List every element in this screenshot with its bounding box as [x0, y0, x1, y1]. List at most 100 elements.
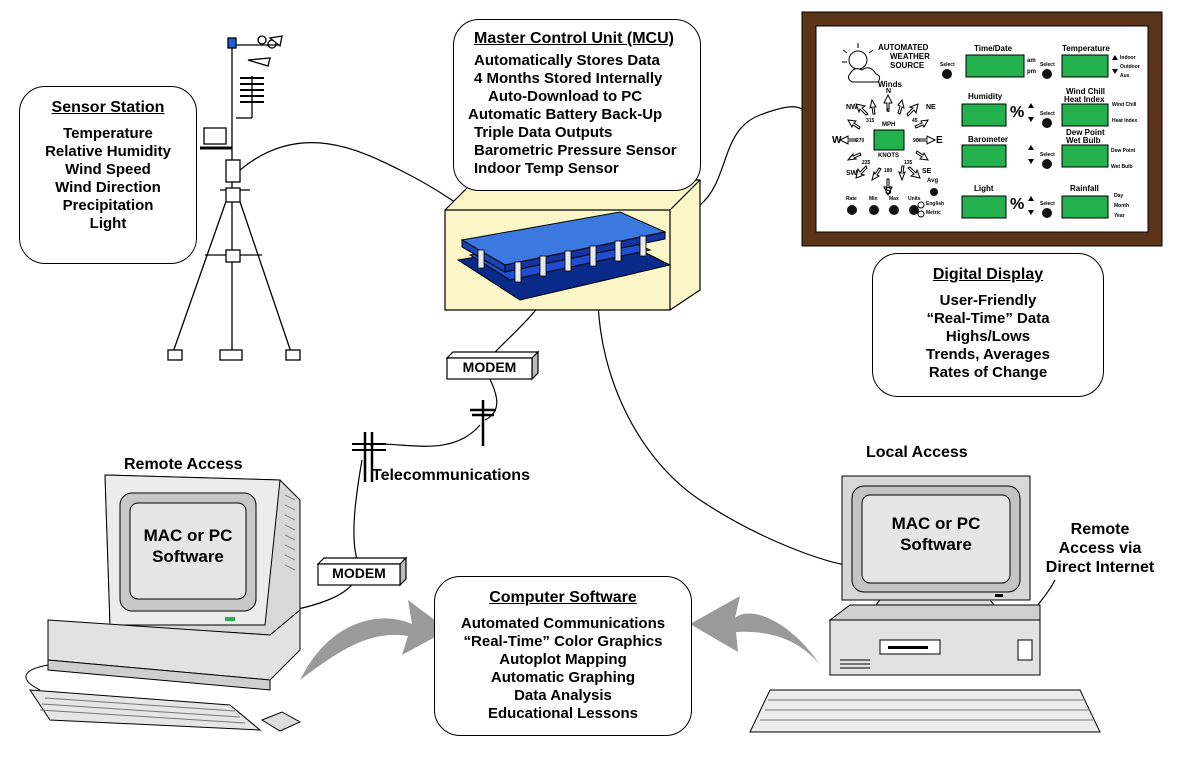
mcu-item: Barometric Pressure Sensor — [474, 142, 677, 159]
sensor-item: Relative Humidity — [45, 143, 171, 160]
sensor-cable — [239, 142, 461, 206]
degree-45: 45 — [912, 118, 918, 124]
degree-315: 315 — [866, 118, 875, 124]
wind-chill-label: Wind Chill — [1066, 87, 1106, 96]
dew-point-label: Dew Point — [1066, 128, 1105, 137]
internet-line-1: Remote — [1070, 521, 1130, 538]
wet-bulb-label: Wet Bulb — [1066, 136, 1101, 145]
display-item: User-Friendly — [939, 292, 1037, 309]
display-frame — [801, 11, 1163, 247]
cables — [239, 106, 1056, 621]
software-item: “Real-Time” Color Graphics — [463, 633, 663, 650]
select-label: Select — [1040, 201, 1055, 207]
display-item: Highs/Lows — [945, 328, 1031, 345]
pole-modem-cable — [353, 459, 363, 563]
software-item: Autoplot Mapping — [499, 651, 627, 668]
degree-0: 0 — [887, 108, 890, 114]
mcu-item: Auto-Download to PC — [488, 88, 643, 105]
software-item: Automatic Graphing — [490, 669, 636, 686]
computer-software-title: Computer Software — [489, 589, 637, 606]
remote-screen-line-2: Software — [152, 547, 224, 566]
local-screen-text: MAC or PC Software — [862, 513, 1010, 555]
modem-boxes — [316, 350, 540, 587]
remote-access-label: Remote Access — [124, 456, 243, 473]
humidity-percent: % — [1010, 104, 1025, 121]
mcu-item: Automatically Stores Data — [474, 52, 660, 69]
select-label: Select — [940, 62, 955, 68]
wind-chill-side: Wind Chill — [1112, 102, 1137, 108]
software-item: Data Analysis — [514, 687, 612, 704]
degree-180: 180 — [884, 168, 893, 174]
wet-bulb-side: Wet Bulb — [1111, 164, 1133, 170]
metric-label: Metric — [926, 210, 941, 216]
compass-s: S — [885, 186, 892, 197]
local-screen-line-2: Software — [900, 535, 972, 554]
telephone-poles — [352, 400, 496, 482]
brand-line-1: AUTOMATED — [878, 43, 929, 52]
select-label: Select — [1040, 62, 1055, 68]
min-label: Min — [869, 196, 878, 202]
select-label: Select — [1040, 152, 1055, 158]
compass-ne: NE — [926, 104, 936, 111]
local-computer — [749, 475, 1101, 733]
english-label: English — [926, 201, 945, 207]
telecommunications-label: Telecommunications — [372, 467, 530, 484]
sensor-tower — [167, 35, 301, 361]
software-item: Educational Lessons — [487, 705, 639, 722]
software-arrows — [300, 596, 820, 680]
mcu-item: Triple Data Outputs — [474, 124, 613, 141]
degree-270: 270 — [856, 138, 865, 144]
mcu-item: Indoor Temp Sensor — [474, 160, 619, 177]
local-cable — [597, 299, 846, 566]
remote-computer — [25, 474, 302, 732]
degree-90: 90 — [913, 138, 919, 144]
computer-software-box: Computer Software Automated Communicatio… — [434, 576, 692, 736]
max-label: Max — [889, 196, 899, 202]
barometer-label: Barometer — [968, 135, 1009, 144]
mcu-title: Master Control Unit (MCU) — [474, 30, 674, 47]
month-label: Month — [1114, 203, 1129, 209]
local-access-label: Local Access — [866, 444, 968, 461]
rate-label: Rate — [846, 196, 857, 202]
brand-line-3: SOURCE — [890, 61, 925, 70]
display-item: Rates of Change — [928, 364, 1048, 381]
dew-point-side: Dew Point — [1111, 148, 1136, 154]
indoor-label: Indoor — [1120, 55, 1136, 61]
local-screen-line-1: MAC or PC — [891, 514, 981, 533]
am-label: am — [1027, 58, 1036, 64]
internet-line-3: Direct Internet — [1045, 559, 1155, 576]
sensor-item: Precipitation — [62, 197, 154, 214]
compass-w: W — [832, 135, 842, 146]
internet-access-label: Remote Access via Direct Internet — [1040, 520, 1160, 577]
degree-135: 135 — [904, 160, 913, 166]
sensor-item: Temperature — [63, 125, 153, 142]
sensor-station-box: Sensor Station Temperature Relative Humi… — [19, 86, 197, 264]
degree-225: 225 — [862, 160, 871, 166]
avg-label: Avg — [927, 178, 939, 184]
internet-line-2: Access via — [1058, 540, 1142, 557]
mph-label: MPH — [882, 122, 896, 128]
sensor-item: Wind Direction — [55, 179, 161, 196]
remote-screen-line-1: MAC or PC — [143, 526, 233, 545]
select-label: Select — [1040, 111, 1055, 117]
compass-nw: NW — [846, 104, 858, 111]
units-label: Units — [908, 196, 921, 202]
humidity-label: Humidity — [968, 92, 1003, 101]
knots-label: KNOTS — [878, 153, 899, 159]
mcu-item: Automatic Battery Back-Up — [468, 106, 663, 123]
light-label: Light — [974, 184, 994, 193]
heat-index-label: Heat Index — [1064, 95, 1105, 104]
sensor-item: Light — [89, 215, 127, 232]
outdoor-label: Outdoor — [1120, 64, 1140, 70]
mcu-box-drawing — [444, 179, 701, 311]
software-item: Automated Communications — [460, 615, 666, 632]
heat-index-side: Heat Index — [1112, 118, 1138, 124]
display-cable — [699, 106, 806, 206]
winds-label: Winds — [878, 80, 902, 89]
temperature-label: Temperature — [1062, 44, 1110, 53]
compass-se: SE — [922, 168, 932, 175]
mcu-item: 4 Months Stored Internally — [474, 70, 663, 87]
rainfall-label: Rainfall — [1070, 184, 1099, 193]
